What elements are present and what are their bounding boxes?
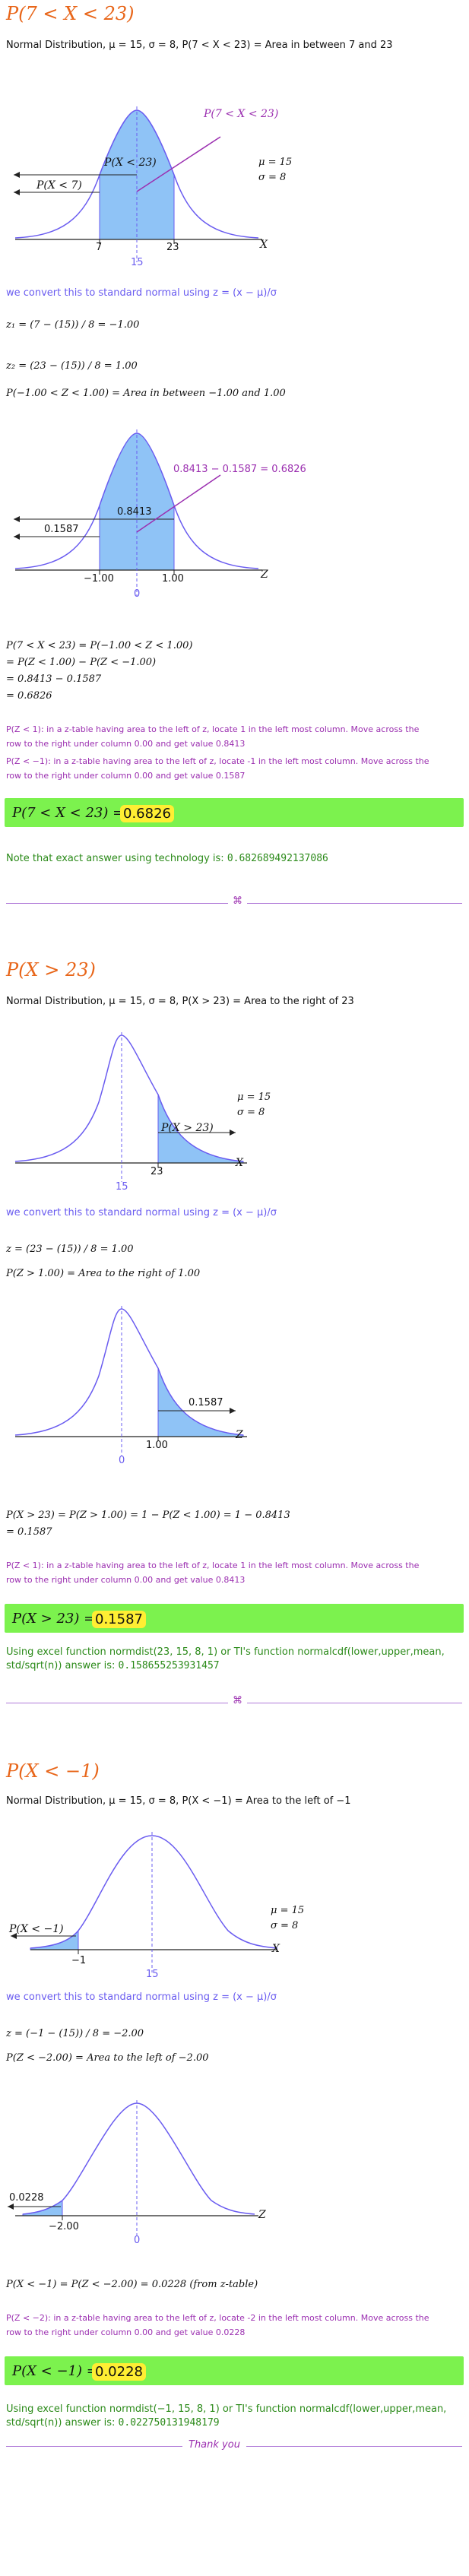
calc-line: P(X < −1) = P(Z < −2.00) = 0.0228 (from …	[6, 2279, 258, 2290]
calc-line-2: = P(Z < 1.00) − P(Z < −1.00)	[6, 657, 157, 668]
part1-intro: Normal Distribution, μ = 15, σ = 8, P(7 …	[6, 40, 393, 51]
normal-curve	[22, 2102, 255, 2215]
mu-label: μ = 15	[237, 1092, 271, 1103]
normal-curve	[14, 433, 259, 569]
excel-line-2: std/sqrt(n)) answer is: 0.15865525393145…	[6, 1660, 220, 1671]
label-left: P(X < −1)	[9, 1923, 64, 1935]
tech-note: Note that exact answer using technology …	[6, 853, 328, 864]
mu-label: μ = 15	[258, 157, 293, 168]
tick-0: 0	[119, 1455, 125, 1466]
excel-line-2: std/sqrt(n)) answer is: 0.02275013194817…	[6, 2417, 220, 2429]
ztable-note-1: P(Z < 1): in a z-table having area to th…	[6, 724, 420, 749]
result-value: 0.1587	[92, 1611, 146, 1628]
tick-7: 7	[96, 242, 103, 253]
label-top: P(7 < X < 23)	[204, 108, 279, 120]
mu-label: μ = 15	[271, 1905, 305, 1916]
divider-icon: ⌘	[228, 895, 247, 907]
result-box: P(X < −1) = 0.0228	[5, 2356, 464, 2385]
axis-label: X	[260, 239, 268, 251]
tick-15: 15	[146, 1969, 159, 1980]
z2-formula: z₂ = (23 − (15)) / 8 = 1.00	[6, 360, 138, 372]
convert-text: we convert this to standard normal using…	[6, 287, 277, 299]
label-top: 0.8413 − 0.1587 = 0.6826	[173, 464, 306, 475]
excel-line-1: Using excel function normdist(23, 15, 8,…	[6, 1646, 445, 1658]
normal-curve	[14, 1308, 244, 1436]
label-left: 0.0228	[9, 2192, 44, 2204]
divider-icon: ⌘	[228, 1695, 247, 1706]
result-value: 0.0228	[92, 2363, 146, 2381]
part3-title: P(X < −1)	[6, 1760, 100, 1782]
result-value: 0.6826	[120, 805, 174, 822]
calc-line-1: P(7 < X < 23) = P(−1.00 < Z < 1.00)	[6, 640, 193, 651]
part2-x-chart	[14, 1032, 247, 1182]
result-label: P(X < −1) =	[12, 2363, 98, 2379]
tick-minus1: −1.00	[84, 573, 114, 585]
part1-title: P(7 < X < 23)	[6, 3, 135, 24]
tick-minus1: −1	[71, 1955, 87, 1966]
footer-thank-you: Thank you	[182, 2439, 246, 2451]
axis-label: X	[272, 1943, 280, 1955]
part3-x-chart	[11, 1832, 278, 1972]
tick-23: 23	[151, 1166, 163, 1177]
result-box: P(X > 23) = 0.1587	[5, 1604, 464, 1633]
pz-statement: P(Z > 1.00) = Area to the right of 1.00	[6, 1268, 201, 1279]
normal-curve	[30, 1835, 278, 1949]
result-label: P(7 < X < 23) =	[12, 805, 125, 821]
tick-minus2: −2.00	[49, 2221, 79, 2232]
convert-text: we convert this to standard normal using…	[6, 1207, 277, 1218]
axis-label: Z	[261, 569, 268, 581]
label-left: 0.1587	[44, 524, 79, 535]
axis-label: X	[236, 1157, 243, 1169]
calc-line-2: = 0.1587	[6, 1526, 52, 1538]
tick-1: 1.00	[162, 573, 184, 585]
label-between: P(X < 23)	[104, 157, 157, 169]
result-label: P(X > 23) =	[12, 1611, 96, 1627]
tick-23: 23	[166, 242, 179, 253]
calc-line-3: = 0.8413 − 0.1587	[6, 673, 102, 685]
label-mid: 0.8413	[117, 506, 152, 518]
pz-statement: P(−1.00 < Z < 1.00) = Area in between −1…	[6, 388, 286, 399]
sigma-label: σ = 8	[237, 1107, 265, 1118]
ztable-note-2: P(Z < −1): in a z-table having area to t…	[6, 756, 429, 781]
normal-curve	[14, 109, 259, 239]
pz-statement: P(Z < −2.00) = Area to the left of −2.00	[6, 2052, 209, 2064]
calc-line-4: = 0.6826	[6, 690, 52, 702]
normal-curve	[14, 1035, 244, 1162]
z-formula: z = (23 − (15)) / 8 = 1.00	[6, 1244, 134, 1255]
tick-0: 0	[134, 2235, 141, 2246]
tick-15: 15	[131, 257, 144, 268]
part3-intro: Normal Distribution, μ = 15, σ = 8, P(X …	[6, 1795, 351, 1807]
part2-title: P(X > 23)	[6, 959, 96, 981]
sigma-label: σ = 8	[258, 172, 287, 183]
tick-0: 0	[134, 588, 141, 600]
part2-intro: Normal Distribution, μ = 15, σ = 8, P(X …	[6, 996, 354, 1007]
excel-line-1: Using excel function normdist(−1, 15, 8,…	[6, 2403, 447, 2415]
part3-z-chart	[8, 2100, 258, 2239]
ztable-note: P(Z < 1): in a z-table having area to th…	[6, 1560, 420, 1585]
tick-15: 15	[116, 1181, 128, 1193]
pointer-line	[136, 136, 221, 192]
part1-z-chart	[14, 429, 262, 597]
label-right: 0.1587	[189, 1397, 223, 1408]
sigma-label: σ = 8	[271, 1920, 299, 1931]
axis-label: Z	[258, 2209, 266, 2221]
label-left: P(X < 7)	[36, 179, 82, 192]
axis-label: Z	[236, 1429, 243, 1441]
z-formula: z = (−1 − (15)) / 8 = −2.00	[6, 2028, 144, 2039]
part1-x-chart	[14, 106, 262, 262]
tick-1: 1.00	[146, 1440, 168, 1451]
label-right: P(X > 23)	[161, 1122, 214, 1134]
z1-formula: z₁ = (7 − (15)) / 8 = −1.00	[6, 319, 140, 331]
ztable-note: P(Z < −2): in a z-table having area to t…	[6, 2313, 429, 2337]
result-box: P(7 < X < 23) = 0.6826	[5, 798, 464, 827]
calc-line-1: P(X > 23) = P(Z > 1.00) = 1 − P(Z < 1.00…	[6, 1510, 290, 1521]
convert-text: we convert this to standard normal using…	[6, 1991, 277, 2003]
part2-z-chart	[14, 1306, 247, 1456]
